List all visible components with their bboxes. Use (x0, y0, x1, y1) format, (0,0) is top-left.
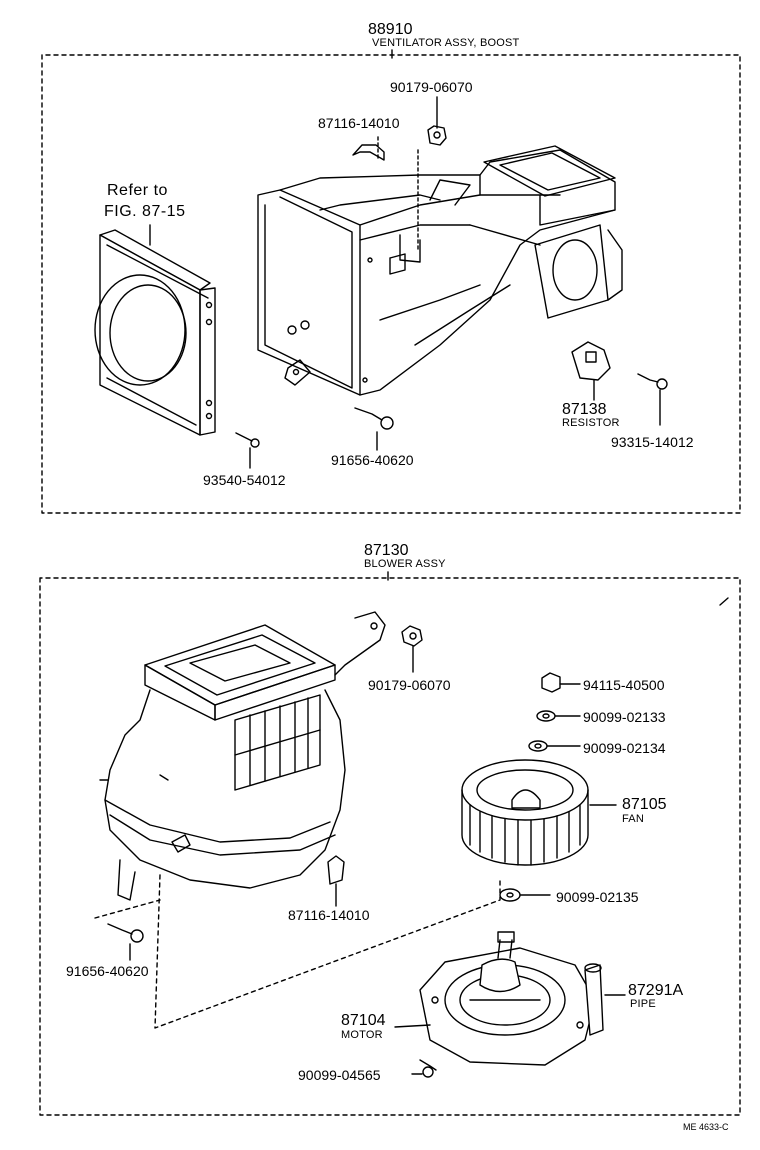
refer-figure-text: FIG. 87-15 (104, 203, 186, 220)
label-87291a: 87291A (628, 982, 684, 999)
label-90099-02135: 90099-02135 (556, 889, 639, 905)
label-fan: FAN (622, 813, 644, 825)
label-resistor: RESISTOR (562, 417, 620, 429)
label-90099-02134: 90099-02134 (583, 740, 666, 756)
bottom-small-parts-drawing (107, 625, 581, 961)
label-91656-40620-top: 91656-40620 (331, 452, 414, 468)
bottom-assy-number: 87130 (364, 542, 409, 559)
bottom-section-frame (39, 577, 741, 1116)
corner-mark (719, 597, 729, 606)
top-small-parts-drawing (235, 96, 668, 469)
refer-to-text: Refer to (107, 182, 168, 199)
blower-motor-leader (154, 874, 501, 1029)
figure-code: ME 4633-C (683, 1122, 729, 1132)
blower-bolt-leader (94, 899, 161, 919)
top-assy-number: 88910 (368, 21, 413, 38)
label-87116-14010-bottom: 87116-14010 (288, 907, 370, 923)
label-90099-02133: 90099-02133 (583, 709, 666, 725)
label-87138: 87138 (562, 401, 607, 418)
ventilator-housing-drawing (257, 145, 623, 396)
label-91656-40620-bottom: 91656-40620 (66, 963, 149, 979)
top-assy-name: VENTILATOR ASSY, BOOST (372, 37, 520, 49)
blower-motor-drawing (394, 931, 626, 1078)
label-93540-54012: 93540-54012 (203, 472, 286, 488)
label-87105: 87105 (622, 796, 667, 813)
label-90099-04565: 90099-04565 (298, 1067, 381, 1083)
label-87104: 87104 (341, 1012, 386, 1029)
label-motor: MOTOR (341, 1029, 383, 1041)
label-93315-14012: 93315-14012 (611, 434, 694, 450)
blower-case-drawing (99, 611, 386, 901)
duct-adapter-drawing (94, 224, 216, 436)
label-90179-06070-bottom: 90179-06070 (368, 677, 451, 693)
bottom-assy-name: BLOWER ASSY (364, 558, 446, 570)
label-90179-06070-top: 90179-06070 (390, 79, 473, 95)
label-87116-14010-top: 87116-14010 (318, 115, 400, 131)
label-94115-40500: 94115-40500 (583, 677, 665, 693)
top-section-frame (41, 54, 741, 514)
fan-wheel-drawing (461, 759, 617, 866)
label-pipe: PIPE (630, 998, 656, 1010)
